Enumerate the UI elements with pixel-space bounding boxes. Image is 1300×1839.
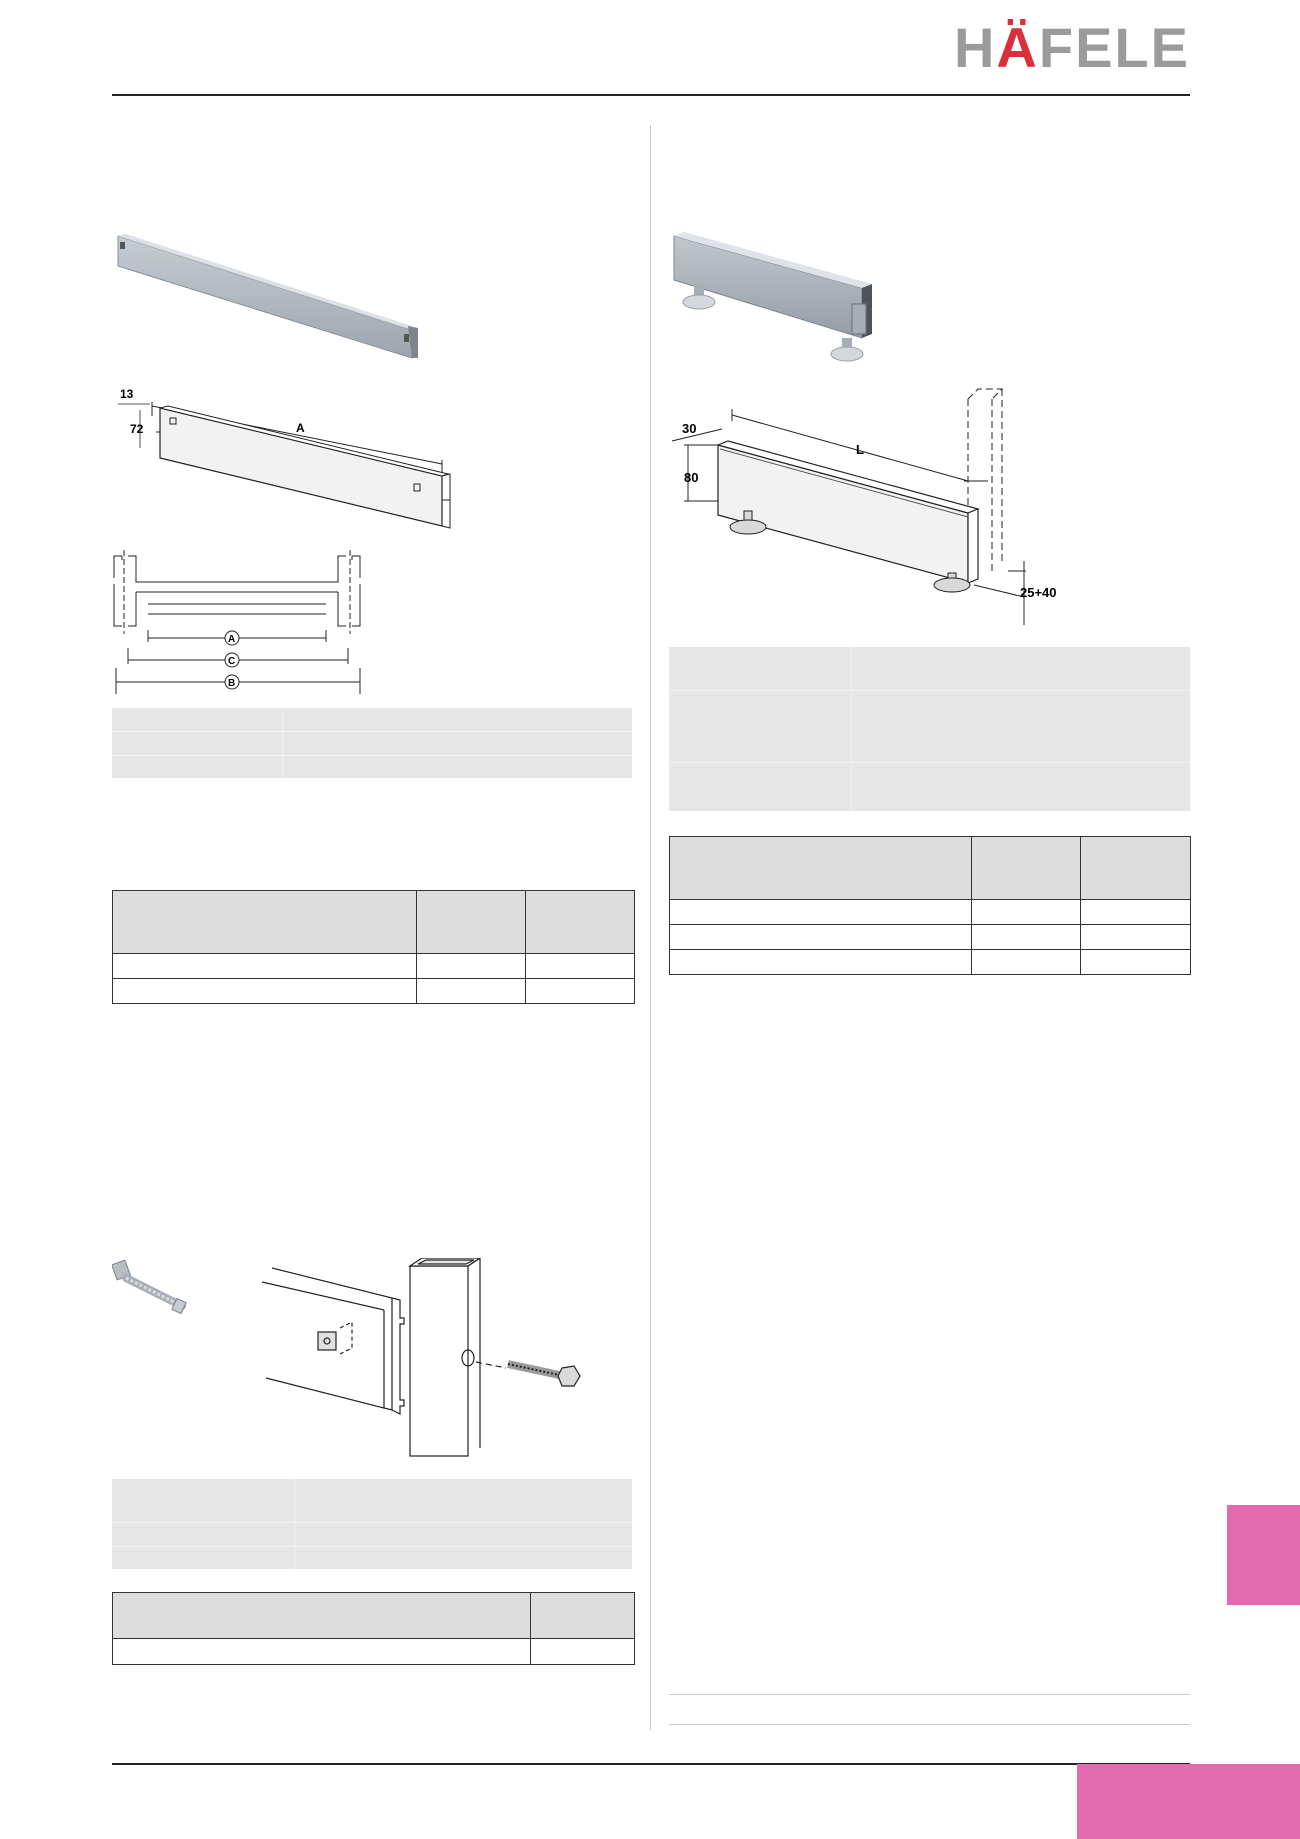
brand-logo-start: H	[953, 16, 997, 79]
table-row	[112, 978, 635, 1004]
brand-logo: HÄFELE	[928, 20, 1190, 76]
info-divider	[282, 708, 283, 778]
table-cell	[1080, 899, 1191, 925]
dim-height-label-right: 80	[684, 470, 698, 485]
brand-logo-accent: Ä	[996, 16, 1039, 79]
table-header-cell	[669, 836, 972, 900]
table-cell	[525, 978, 635, 1004]
info-block-left-1	[112, 708, 632, 778]
info-divider	[851, 647, 852, 811]
dim-depth-label: 13	[120, 387, 134, 401]
table-row	[669, 899, 1191, 925]
brand-logo-end: FELE	[1038, 16, 1190, 79]
table-cell	[669, 924, 972, 950]
page-tab	[1077, 1764, 1300, 1839]
dim-leveller-label: 25+40	[1020, 585, 1057, 600]
table-cell	[669, 949, 972, 975]
table-header-cell	[112, 890, 417, 954]
table-row	[112, 953, 635, 979]
assembly-drawing	[262, 1258, 581, 1457]
table-cell	[112, 953, 417, 979]
footnote-rule	[669, 1694, 1190, 1695]
table-header-cell	[530, 1592, 635, 1639]
dim-depth-label-right: 30	[682, 421, 696, 436]
table-header-row	[112, 1592, 635, 1639]
info-row	[669, 647, 1190, 691]
table-cell	[971, 924, 1081, 950]
footnote-rule	[669, 1724, 1190, 1725]
info-row	[112, 708, 632, 732]
info-block-left-2	[112, 1479, 632, 1569]
dim-length-label-right: L	[856, 442, 864, 457]
plinth-panel-photo	[117, 234, 418, 359]
table-cell	[669, 899, 972, 925]
plinth-leveller-drawing: 30 80 L 25+40	[671, 388, 1057, 625]
info-divider	[294, 1479, 295, 1569]
table-cell	[1080, 949, 1191, 975]
table-header-row	[112, 890, 635, 954]
plinth-leveller-photo	[673, 232, 872, 362]
footer-rule	[112, 1763, 1190, 1765]
table-cell	[971, 899, 1081, 925]
table-cell	[112, 1638, 531, 1665]
table-row	[669, 949, 1191, 975]
dim-length-label: A	[296, 421, 305, 435]
table-cell	[530, 1638, 635, 1665]
section-label-c: C	[228, 656, 235, 667]
table-cell	[416, 978, 526, 1004]
section-label-b: B	[228, 678, 235, 689]
table-header-cell	[525, 890, 635, 954]
table-header-row	[669, 836, 1191, 900]
table-cell	[416, 953, 526, 979]
table-row	[112, 1638, 635, 1665]
table-header-cell	[971, 836, 1081, 900]
table-header-cell	[1080, 836, 1191, 900]
header-rule	[112, 94, 1190, 96]
info-block-right-1	[669, 647, 1190, 811]
chapter-tab[interactable]	[1227, 1505, 1300, 1605]
table-row	[669, 924, 1191, 950]
dim-height-label: 72	[130, 422, 144, 436]
plinth-section-drawing: A C B	[113, 550, 361, 694]
info-row	[112, 1479, 632, 1523]
spec-table-right-1	[669, 836, 1191, 975]
table-cell	[1080, 924, 1191, 950]
column-divider	[650, 125, 651, 1730]
info-row	[669, 691, 1190, 763]
table-header-cell	[416, 890, 526, 954]
connector-bolt-photo	[112, 1259, 187, 1315]
spec-table-left-2	[112, 1592, 635, 1665]
table-header-cell	[112, 1592, 531, 1639]
section-label-a: A	[228, 634, 235, 645]
info-row	[112, 732, 632, 756]
info-row	[112, 1523, 632, 1547]
table-cell	[971, 949, 1081, 975]
table-cell	[525, 953, 635, 979]
spec-table-left-1	[112, 890, 635, 1004]
table-cell	[112, 978, 417, 1004]
plinth-panel-drawing: 13 72 A	[118, 387, 451, 529]
